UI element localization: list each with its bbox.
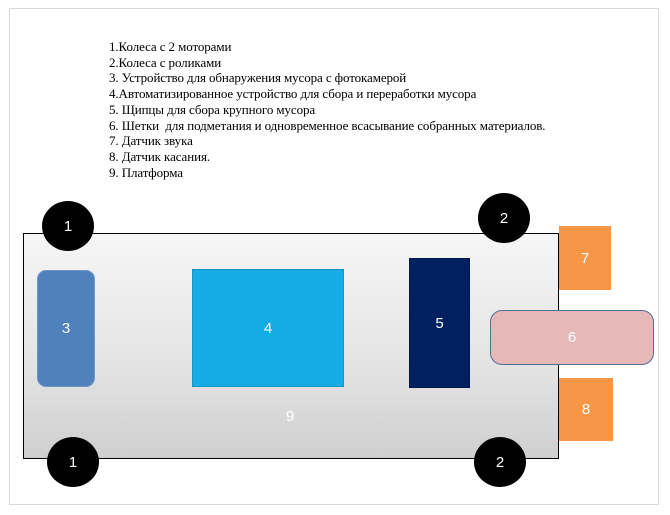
sound-sensor-block: 7: [559, 226, 611, 290]
wheel-front-left-label: 1: [63, 217, 73, 235]
touch-sensor-label: 8: [581, 401, 591, 418]
legend-item-1: 1.Колеса с 2 моторами: [109, 39, 232, 54]
wheel-front-right: 2: [478, 193, 530, 243]
legend-item-7: 7. Датчик звука: [109, 133, 193, 149]
legend-item-8: 8. Датчик касания.: [109, 148, 210, 164]
wheel-front-right-label: 2: [499, 209, 509, 227]
tongs-label: 5: [435, 314, 444, 332]
wheel-back-right-label: 2: [495, 453, 505, 471]
wheel-back-left: 1: [47, 437, 99, 487]
legend-item-9: 9. Платформа: [109, 164, 183, 180]
touch-sensor-block: 8: [559, 378, 613, 441]
legend-item-2: 2.Колеса с роликами: [109, 54, 222, 70]
legend: 1.Колеса с 2 моторами 2.Колеса с роликам…: [109, 39, 569, 180]
wheel-front-left: 1: [42, 201, 94, 251]
wheel-back-left-label: 1: [68, 453, 78, 471]
legend-item-5: 5. Щипцы для сбора крупного мусора: [109, 101, 316, 117]
processing-unit-label: 4: [263, 319, 273, 337]
brushes-block: 6: [490, 310, 654, 365]
camera-detector-block: 3: [37, 270, 95, 387]
legend-item-6: 6. Шетки для подметания и одновременное …: [109, 117, 546, 133]
tongs-block: 5: [409, 258, 470, 388]
platform-label: 9: [285, 408, 295, 425]
brushes-label: 6: [567, 329, 577, 346]
camera-detector-label: 3: [61, 320, 71, 337]
sound-sensor-label: 7: [580, 249, 590, 267]
legend-item-4: 4.Автоматизированное устройство для сбор…: [109, 86, 477, 102]
processing-unit-block: 4: [192, 269, 344, 387]
legend-item-3: 3. Устройство для обнаружения мусора с ф…: [109, 70, 407, 86]
wheel-back-right: 2: [474, 437, 526, 487]
